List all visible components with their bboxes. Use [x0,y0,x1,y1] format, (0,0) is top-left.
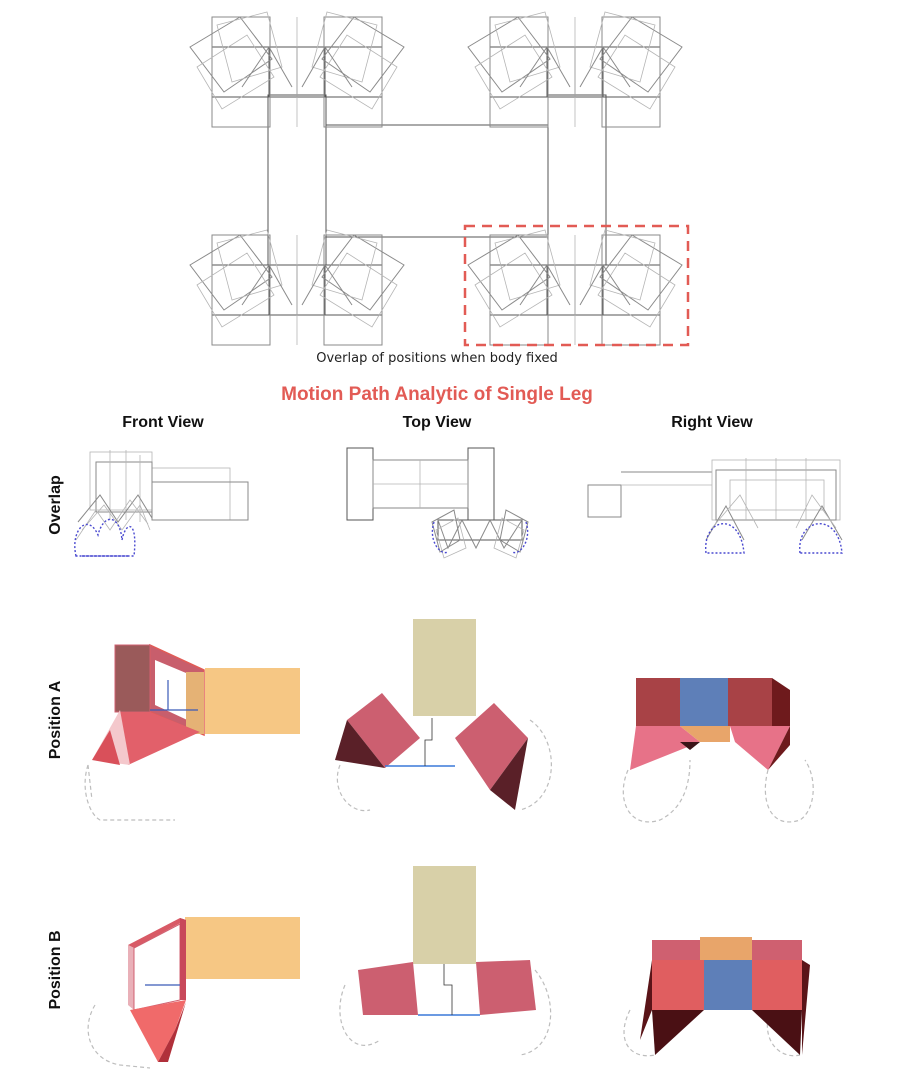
body-block [413,866,476,964]
overlap-front-view [74,450,249,557]
column-header-right-view: Right View [671,414,753,431]
column-header-top-view: Top View [403,414,472,431]
blue-block [680,678,728,726]
position-a-top-view [335,619,552,812]
top-overlap-drawing [189,11,690,347]
body-block [205,668,300,734]
row-label-position-b: Position B [47,930,64,1009]
row-label-overlap: Overlap [47,475,64,535]
row-label-position-a: Position A [47,680,64,759]
overlap-right-view [587,458,843,554]
position-b-front-view [87,917,300,1069]
section-title: Motion Path Analytic of Single Leg [281,384,593,405]
position-b-top-view [339,866,552,1056]
position-a-right-view [622,678,814,823]
body-block [185,917,300,979]
position-a-front-view [84,643,300,821]
position-b-right-view [623,937,810,1057]
column-header-front-view: Front View [122,414,204,431]
blue-block [704,960,752,1010]
body-block [413,619,476,716]
overlap-caption: Overlap of positions when body fixed [316,351,558,366]
highlight-box [463,224,690,347]
overlap-top-view [346,447,529,559]
